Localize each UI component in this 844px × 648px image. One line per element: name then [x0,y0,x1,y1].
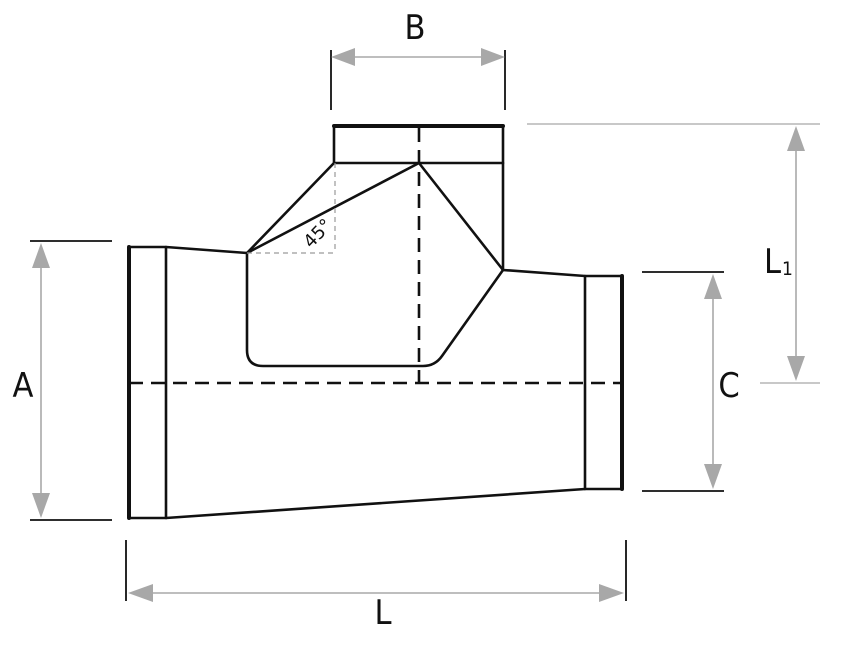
dimension-l-label: L [374,593,391,633]
dimension-c-arrow-bottom [704,464,722,489]
dimension-a: A [13,240,112,521]
dimension-a-arrow-bottom [32,493,50,518]
dimension-a-arrow-top [32,243,50,268]
dimension-b-label: B [405,8,426,48]
branch-transition-diagonal [245,161,421,255]
dimension-c-arrow-top [704,274,722,299]
dimension-l1-label-main: L [764,242,781,282]
dimension-a-label: A [13,366,34,406]
main-body-bottom-edge [164,487,587,520]
fitting-body: 45° [127,124,624,520]
dimension-b: B [330,8,506,110]
dimension-b-arrow-right [481,48,505,66]
dimension-c-label: C [718,366,739,406]
dimension-l: L [125,540,627,633]
main-body-top-edge [164,245,587,368]
dimension-l1: L1 [527,123,820,384]
angle-label: 45° [299,215,336,253]
dimension-l-arrow-right [599,584,624,602]
dimension-l1-arrow-top [787,126,805,151]
dimension-l1-label-sub: 1 [782,258,793,280]
dimension-l1-arrow-bottom [787,356,805,381]
branch-transition-right [417,161,505,272]
branch-transition-left [245,161,336,255]
dimension-l-arrow-left [128,584,153,602]
dimension-l1-label: L1 [764,242,793,282]
dimension-c: C [642,271,740,492]
dimension-b-arrow-left [331,48,355,66]
